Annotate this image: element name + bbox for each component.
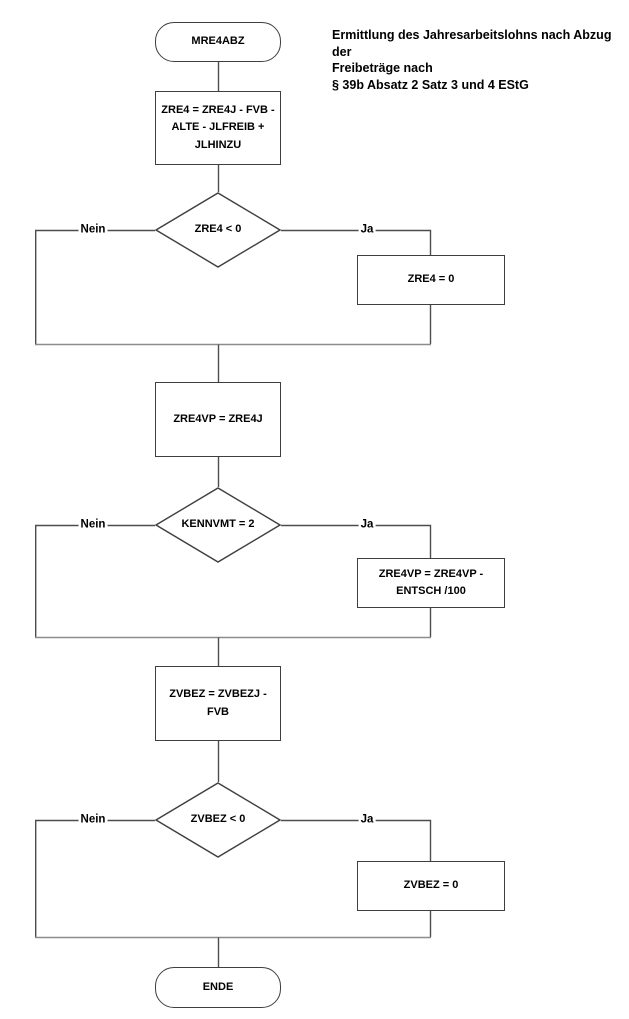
process-calc-zre4vp-label: ZRE4VP = ZRE4J <box>173 412 263 425</box>
process-calc-zvbez-label: ZVBEZ = ZVBEZJ - FVB <box>169 688 267 718</box>
edge-zre4-ja <box>281 229 432 255</box>
edge-zvbez-ja <box>281 819 432 861</box>
process-calc-zre4vp-entsch: ZRE4VP = ZRE4VP - ENTSCH /100 <box>357 558 505 608</box>
edge-label-nein-2: Nein <box>78 518 108 532</box>
process-calc-zvbez: ZVBEZ = ZVBEZJ - FVB <box>155 666 281 741</box>
start-label: MRE4ABZ <box>191 35 245 48</box>
edge-kennvmt-nein <box>35 524 155 637</box>
decision-zre4-label: ZRE4 < 0 <box>194 223 242 236</box>
diamond-shape <box>155 487 281 563</box>
process-set-zvbez-zero-label: ZVBEZ = 0 <box>403 879 459 892</box>
edge-zre4-nein <box>35 229 155 344</box>
decision-zvbez-label: ZVBEZ < 0 <box>190 813 246 826</box>
process-calc-zre4vp: ZRE4VP = ZRE4J <box>155 382 281 457</box>
decision-kennvmt: KENNVMT = 2 <box>155 487 281 563</box>
end-terminator: ENDE <box>155 967 281 1008</box>
end-label: ENDE <box>202 980 234 993</box>
diamond-shape <box>155 192 281 268</box>
process-calc-zre4: ZRE4 = ZRE4J - FVB - ALTE - JLFREIB + JL… <box>155 91 281 165</box>
decision-zvbez: ZVBEZ < 0 <box>155 782 281 858</box>
edge-label-nein-3: Nein <box>78 813 108 827</box>
decision-kennvmt-label: KENNVMT = 2 <box>181 518 255 531</box>
flow-title: Ermittlung des Jahresarbeitslohns nach A… <box>332 28 612 92</box>
process-set-zre4-zero-label: ZRE4 = 0 <box>407 273 455 286</box>
edge-label-ja-3: Ja <box>358 813 376 827</box>
edge-zvbez-nein <box>35 819 155 937</box>
process-calc-zre4-label: ZRE4 = ZRE4J - FVB - ALTE - JLFREIB + JL… <box>161 104 275 151</box>
start-terminator: MRE4ABZ <box>155 22 281 62</box>
process-set-zvbez-zero: ZVBEZ = 0 <box>357 861 505 911</box>
process-set-zre4-zero: ZRE4 = 0 <box>357 255 505 305</box>
process-calc-zre4vp-entsch-label: ZRE4VP = ZRE4VP - ENTSCH /100 <box>378 567 484 597</box>
edge-label-ja-1: Ja <box>358 223 376 237</box>
diamond-shape <box>155 782 281 858</box>
edge-label-nein-1: Nein <box>78 223 108 237</box>
edge-label-ja-2: Ja <box>358 518 376 532</box>
decision-zre4: ZRE4 < 0 <box>155 192 281 268</box>
edge-kennvmt-ja <box>281 524 432 558</box>
